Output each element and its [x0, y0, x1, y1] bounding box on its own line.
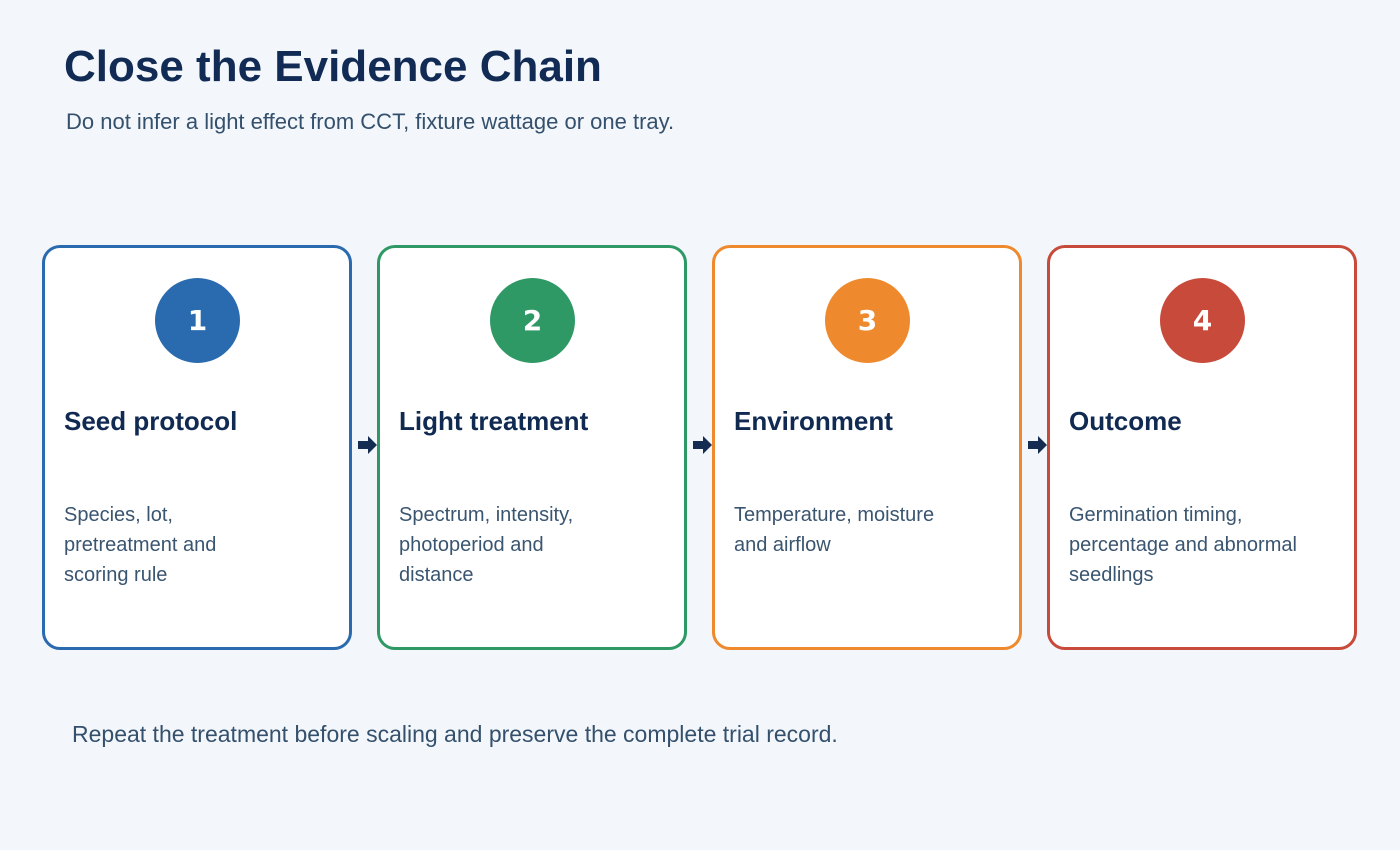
page-title: Close the Evidence Chain — [64, 42, 602, 91]
right-arrow-icon — [1026, 433, 1050, 457]
step-number: 4 — [1192, 303, 1213, 337]
step-description: Species, lot, pretreatment and scoring r… — [64, 504, 217, 586]
step-title: Light treatment — [399, 406, 589, 436]
step-description: Germination timing, percentage and abnor… — [1069, 504, 1297, 586]
footer-note: Repeat the treatment before scaling and … — [72, 721, 838, 747]
right-arrow-icon — [691, 433, 715, 457]
step-description: Spectrum, intensity, photoperiod and dis… — [399, 504, 574, 586]
step-title: Environment — [734, 406, 893, 436]
page-subtitle: Do not infer a light effect from CCT, fi… — [66, 109, 675, 134]
step-title: Seed protocol — [64, 406, 238, 436]
step-number-circle: 4 — [1160, 278, 1245, 363]
step-card-light-treatment: 2 Light treatment Spectrum, intensity, p… — [377, 245, 687, 650]
step-number: 3 — [857, 303, 878, 337]
step-description: Temperature, moisture and airflow — [734, 504, 935, 556]
step-title: Outcome — [1069, 406, 1182, 436]
step-number-circle: 1 — [155, 278, 240, 363]
step-card-environment: 3 Environment Temperature, moisture and … — [712, 245, 1022, 650]
step-card-outcome: 4 Outcome Germination timing, percentage… — [1047, 245, 1357, 650]
right-arrow-icon — [356, 433, 380, 457]
step-number-circle: 2 — [490, 278, 575, 363]
step-number: 2 — [522, 303, 543, 337]
step-number: 1 — [187, 303, 208, 337]
step-number-circle: 3 — [825, 278, 910, 363]
step-card-seed-protocol: 1 Seed protocol Species, lot, pretreatme… — [42, 245, 352, 650]
